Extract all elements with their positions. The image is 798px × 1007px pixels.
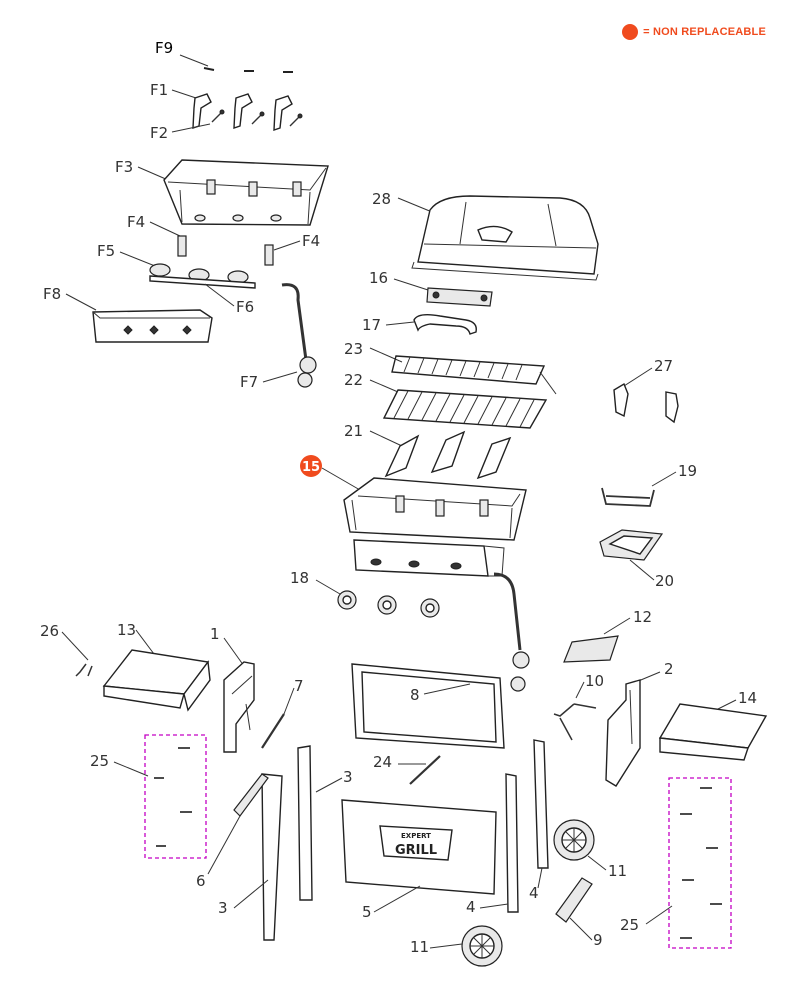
callout-12: 12	[633, 608, 652, 626]
callout-16: 16	[369, 269, 388, 287]
callout-21: 21	[344, 422, 363, 440]
callout-23: 23	[344, 340, 363, 358]
part-F9-control-knobs[interactable]: F9	[155, 39, 293, 73]
callout-6: 6	[196, 872, 206, 890]
callout-10: 10	[585, 672, 604, 690]
part-21-heat-tents[interactable]: 21	[344, 422, 512, 480]
callout-28: 28	[372, 190, 391, 208]
part-5-front-panel[interactable]: EXPERT GRILL 5	[341, 799, 497, 921]
callout-25-right: 25	[620, 916, 639, 934]
callout-9: 9	[593, 931, 603, 949]
part-8-bottom-frame[interactable]: 8	[351, 663, 505, 749]
callout-F7: F7	[240, 373, 258, 391]
logo-text-main: GRILL	[395, 843, 437, 858]
callout-F6: F6	[236, 298, 254, 316]
callout-F2: F2	[150, 124, 168, 142]
part-15-firebox[interactable]: 15	[300, 455, 530, 692]
part-14-right-side-shelf[interactable]: 14	[658, 689, 768, 761]
callout-22: 22	[344, 371, 363, 389]
part-10-door-hardware[interactable]: 10	[553, 672, 604, 741]
part-19-grease-tray-holder[interactable]: 19	[601, 462, 697, 507]
part-4-legs[interactable]: 4 4	[466, 739, 549, 916]
part-20-grease-tray[interactable]: 20	[599, 529, 674, 590]
callout-20: 20	[655, 572, 674, 590]
part-7-axle-rod[interactable]: 7	[261, 677, 304, 749]
callout-3-left: 3	[218, 899, 228, 917]
callout-17: 17	[362, 316, 381, 334]
callout-25-left: 25	[90, 752, 109, 770]
callout-15: 15	[302, 460, 320, 475]
callout-8: 8	[410, 686, 420, 704]
callout-19: 19	[678, 462, 697, 480]
callout-F8: F8	[43, 285, 61, 303]
part-12-heat-shield[interactable]: 12	[563, 608, 652, 663]
part-25-hardware-kit-left[interactable]: 25	[90, 734, 207, 859]
part-F2-orifices[interactable]: F2	[150, 109, 303, 142]
part-17-lid-handle[interactable]: 17	[362, 313, 477, 335]
part-25-hardware-kit-right[interactable]: 25	[620, 777, 732, 949]
part-13-left-side-shelf[interactable]: 13	[102, 621, 211, 712]
non-replaceable-marker-icon	[300, 455, 322, 477]
part-28-lid[interactable]: 28	[372, 190, 599, 281]
part-2-right-bracket[interactable]: 2	[605, 660, 674, 787]
part-24-bolt[interactable]: 24	[373, 753, 441, 785]
callout-F9: F9	[155, 39, 173, 57]
part-1-left-bracket[interactable]: 1	[210, 625, 255, 753]
callout-14: 14	[738, 689, 757, 707]
part-F8-control-panel[interactable]: F8	[43, 285, 213, 343]
part-F1-valves[interactable]: F1	[150, 81, 293, 131]
callout-F5: F5	[97, 242, 115, 260]
callout-F3: F3	[115, 158, 133, 176]
non-replaceable-legend: = NON REPLACEABLE	[622, 24, 766, 40]
part-22-cooking-grate[interactable]: 22	[344, 371, 548, 429]
part-11-wheels[interactable]: 11 11	[410, 819, 627, 967]
callout-4-right: 4	[529, 884, 539, 902]
part-26-tool-hook[interactable]: 26	[40, 622, 93, 677]
callout-26: 26	[40, 622, 59, 640]
callout-3-right: 3	[343, 768, 353, 786]
part-9-axle-bracket[interactable]: 9	[555, 877, 603, 949]
part-F3-firebox-panel[interactable]: F3	[115, 158, 329, 226]
callout-7: 7	[294, 677, 304, 695]
callout-2: 2	[664, 660, 674, 678]
part-16-lid-bracket[interactable]: 16	[369, 269, 493, 307]
callout-27: 27	[654, 357, 673, 375]
part-3-legs[interactable]: 3 3	[218, 745, 353, 941]
callout-F4-right: F4	[302, 232, 320, 250]
callout-13: 13	[117, 621, 136, 639]
part-23-warming-rack[interactable]: 23	[344, 340, 557, 395]
part-27-hinges[interactable]: 27	[613, 357, 679, 424]
non-replaceable-marker-icon	[622, 24, 639, 40]
part-F6-manifold[interactable]: F6	[149, 275, 256, 316]
logo-text-top: EXPERT	[401, 832, 431, 840]
callout-F1: F1	[150, 81, 168, 99]
callout-1: 1	[210, 625, 220, 643]
callout-5: 5	[362, 903, 372, 921]
callout-24: 24	[373, 753, 392, 771]
callout-4-left: 4	[466, 898, 476, 916]
part-6-cross-bracket[interactable]: 6	[196, 773, 269, 890]
callout-18: 18	[290, 569, 309, 587]
legend-label: = NON REPLACEABLE	[643, 26, 766, 38]
part-18-control-knobs[interactable]: 18	[290, 569, 440, 618]
callout-11-right: 11	[608, 862, 627, 880]
part-F5-burner-valves[interactable]: F5	[97, 242, 249, 284]
callout-11-left: 11	[410, 938, 429, 956]
part-F4-brackets[interactable]: F4 F4	[127, 213, 320, 266]
callout-F4-left: F4	[127, 213, 145, 231]
part-F7-regulator-hose[interactable]: F7	[240, 283, 317, 391]
